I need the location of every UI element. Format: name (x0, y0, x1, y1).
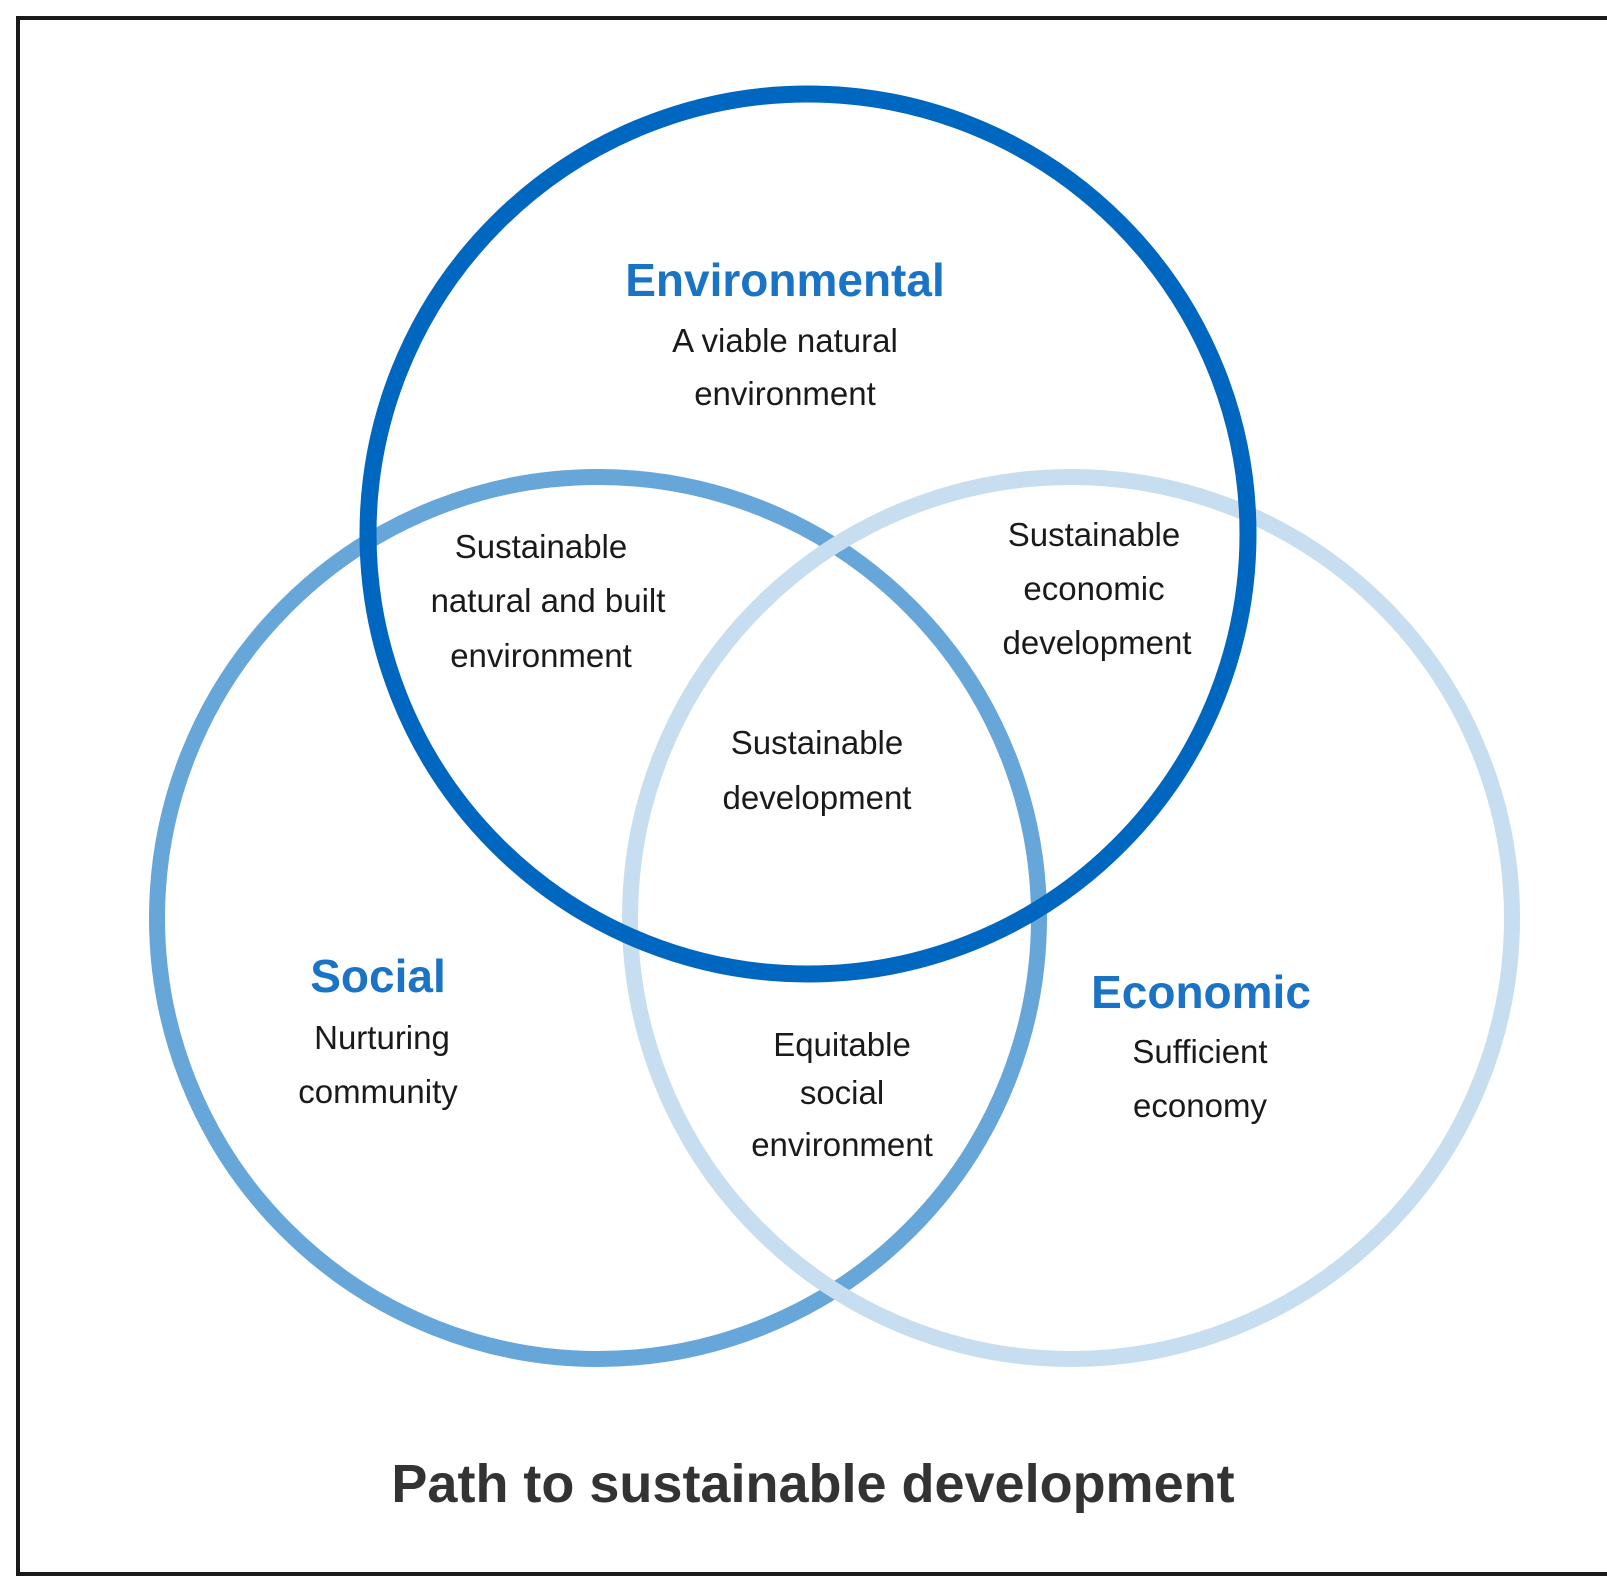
venn-diagram: Environmental A viable natural environme… (149, 85, 1520, 1514)
environmental-description-line-2: environment (694, 375, 876, 412)
social-economic-overlap-line-3: environment (751, 1126, 933, 1163)
social-heading: Social (310, 950, 446, 1002)
environmental-description-line-1: A viable natural (672, 322, 898, 359)
economic-circle (622, 469, 1520, 1367)
env-economic-overlap-line-1: Sustainable (1008, 516, 1180, 553)
center-overlap-line-2: development (723, 779, 912, 816)
diagram-title: Path to sustainable development (391, 1454, 1234, 1514)
environmental-circle (359, 85, 1257, 983)
env-economic-overlap-line-2: economic (1023, 570, 1164, 607)
economic-description-line-2: economy (1133, 1087, 1267, 1124)
env-economic-overlap-line-3: development (1003, 624, 1192, 661)
env-social-overlap-line-2: natural and built (431, 582, 666, 619)
economic-description-line-1: Sufficient (1132, 1033, 1267, 1070)
center-overlap-line-1: Sustainable (731, 724, 903, 761)
diagram-frame (16, 16, 1607, 1576)
social-description-line-1: Nurturing (314, 1019, 450, 1056)
social-economic-overlap-line-1: Equitable (773, 1026, 911, 1063)
env-social-overlap-line-1: Sustainable (455, 528, 627, 565)
social-description-line-2: community (298, 1073, 458, 1110)
environmental-heading: Environmental (625, 254, 945, 306)
env-social-overlap-line-3: environment (450, 637, 632, 674)
social-economic-overlap-line-2: social (800, 1074, 884, 1111)
economic-heading: Economic (1091, 966, 1311, 1018)
